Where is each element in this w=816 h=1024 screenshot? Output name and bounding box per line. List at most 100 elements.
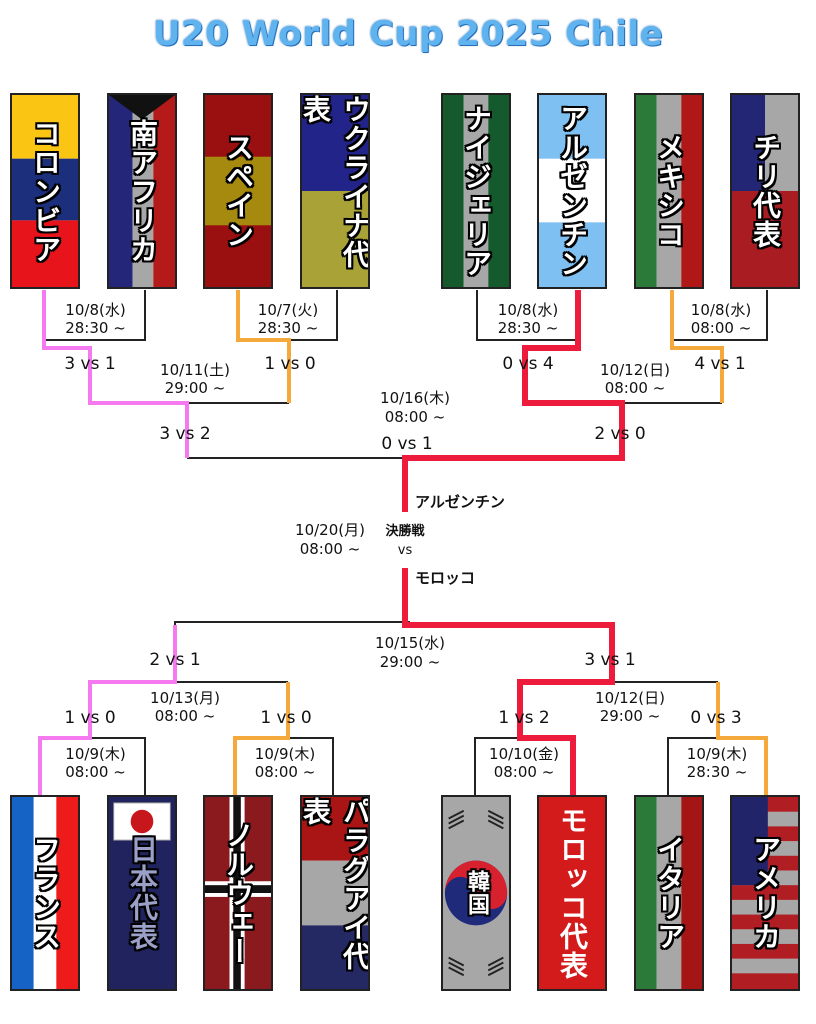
match-date: 10/16(木): [380, 389, 450, 407]
match-score: 3 vs 1: [64, 354, 116, 374]
match-time: 28:30 ~: [257, 319, 319, 337]
match-score: 0 vs 3: [690, 708, 742, 728]
japan-flag-icon: [109, 797, 175, 989]
match-time: 08:00 ~: [690, 319, 752, 337]
chile-flag-icon: [732, 95, 798, 287]
match-time: 08:00 ~: [493, 763, 555, 781]
match-score: 0 vs 4: [502, 354, 554, 374]
match-score: 3 vs 2: [159, 424, 211, 444]
match-score: 0 vs 1: [381, 434, 433, 454]
orange-paths: [233, 290, 768, 795]
match-date: 10/7(火): [257, 301, 319, 319]
match-date: 10/13(月): [150, 689, 220, 707]
match-date: 10/15(水): [375, 634, 445, 652]
match-date: 10/8(水): [65, 301, 126, 319]
match-score: 1 vs 0: [64, 708, 116, 728]
match-score: 3 vs 1: [584, 650, 636, 670]
match-date: 10/9(木): [686, 745, 748, 763]
team-name: アメリカ: [749, 835, 782, 951]
match-date: 10/11(土): [160, 361, 230, 379]
final-date: 10/20(月): [295, 521, 365, 539]
match-time: 28:30 ~: [497, 319, 559, 337]
final-time: 08:00 ~: [299, 540, 361, 558]
team-card-argentina: アルゼンチン: [537, 93, 607, 289]
final-team-bottom: モロッコ: [415, 569, 476, 587]
colombia-flag-icon: [12, 95, 78, 287]
team-card-korea: 韓国: [441, 795, 511, 991]
match-date: 10/8(水): [497, 301, 559, 319]
france-flag-icon: [12, 797, 78, 989]
team-name: 南アフリカ: [126, 118, 159, 264]
team-name: アルゼンチン: [556, 104, 589, 278]
team-card-ukraine: ウクライナ代表: [300, 93, 370, 289]
match-time: 08:00 ~: [384, 408, 446, 426]
match-date: 10/10(金): [489, 745, 559, 763]
match-score: 1 vs 0: [264, 354, 316, 374]
team-name: イタリア: [653, 835, 686, 951]
match-time: 08:00 ~: [65, 763, 126, 781]
match-date: 10/12(日): [600, 361, 670, 379]
team-name: 日本代表: [126, 835, 159, 951]
match-time: 28:30 ~: [65, 319, 126, 337]
team-name: モロッコ代表: [556, 806, 589, 980]
match-time: 08:00 ~: [604, 379, 666, 397]
match-time: 28:30 ~: [686, 763, 748, 781]
team-name: 韓国: [464, 870, 489, 916]
korea-flag-icon: [443, 797, 509, 989]
morocco-flag-icon: [539, 797, 605, 989]
match-date: 10/12(日): [595, 689, 665, 707]
red-paths: [402, 290, 625, 795]
page-title: U20 World Cup 2025 Chile: [152, 14, 664, 54]
match-time: 08:00 ~: [154, 707, 216, 725]
italy-flag-icon: [636, 797, 702, 989]
usa-flag-icon: [732, 797, 798, 989]
paraguay-flag-icon: [302, 797, 368, 989]
team-name: ウクライナ代表: [300, 95, 370, 269]
team-name: ナイジェリア: [460, 104, 493, 278]
match-score: 1 vs 0: [260, 708, 312, 728]
match-time: 29:00 ~: [164, 379, 226, 397]
match-score: 1 vs 2: [498, 708, 550, 728]
mexico-flag-icon: [636, 95, 702, 287]
final-vs: vs: [397, 543, 413, 558]
norway-flag-icon: [205, 797, 271, 989]
match-score: 4 vs 1: [694, 354, 746, 374]
match-time: 29:00 ~: [599, 707, 661, 725]
match-date: 10/9(木): [65, 745, 126, 763]
ukraine-flag-icon: [302, 95, 368, 287]
team-name: スペイン: [222, 133, 255, 249]
match-score: 2 vs 1: [149, 650, 201, 670]
match-score: 2 vs 0: [594, 424, 646, 444]
team-card-italy: イタリア: [634, 795, 704, 991]
nigeria-flag-icon: [443, 95, 509, 287]
team-card-spain: スペイン: [203, 93, 273, 289]
team-card-paraguay: パラグアイ代表: [300, 795, 370, 991]
team-card-france: フランス: [10, 795, 80, 991]
match-time: 08:00 ~: [254, 763, 316, 781]
match-time: 29:00 ~: [379, 653, 441, 671]
spain-flag-icon: [205, 95, 271, 287]
match-date: 10/9(木): [254, 745, 316, 763]
team-card-morocco: モロッコ代表: [537, 795, 607, 991]
final-team-top: アルゼンチン: [415, 493, 505, 511]
team-card-norway: ノルウェー: [203, 795, 273, 991]
team-card-colombia: コロンビア: [10, 93, 80, 289]
argentina-flag-icon: [539, 95, 605, 287]
match-date: 10/8(水): [690, 301, 752, 319]
team-card-japan: 日本代表: [107, 795, 177, 991]
team-card-south-africa: 南アフリカ: [107, 93, 177, 289]
team-name: フランス: [29, 835, 62, 951]
team-name: チリ代表: [749, 133, 782, 249]
team-card-mexico: メキシコ: [634, 93, 704, 289]
team-name: メキシコ: [653, 133, 686, 249]
team-card-chile: チリ代表: [730, 93, 800, 289]
final-label: 決勝戦: [385, 524, 425, 539]
team-name: ノルウェー: [222, 820, 255, 966]
team-card-nigeria: ナイジェリア: [441, 93, 511, 289]
south-africa-flag-icon: [109, 95, 175, 287]
team-name: コロンビア: [29, 118, 62, 264]
pink-paths: [38, 290, 189, 795]
team-card-usa: アメリカ: [730, 795, 800, 991]
team-name: パラグアイ代表: [300, 797, 370, 971]
